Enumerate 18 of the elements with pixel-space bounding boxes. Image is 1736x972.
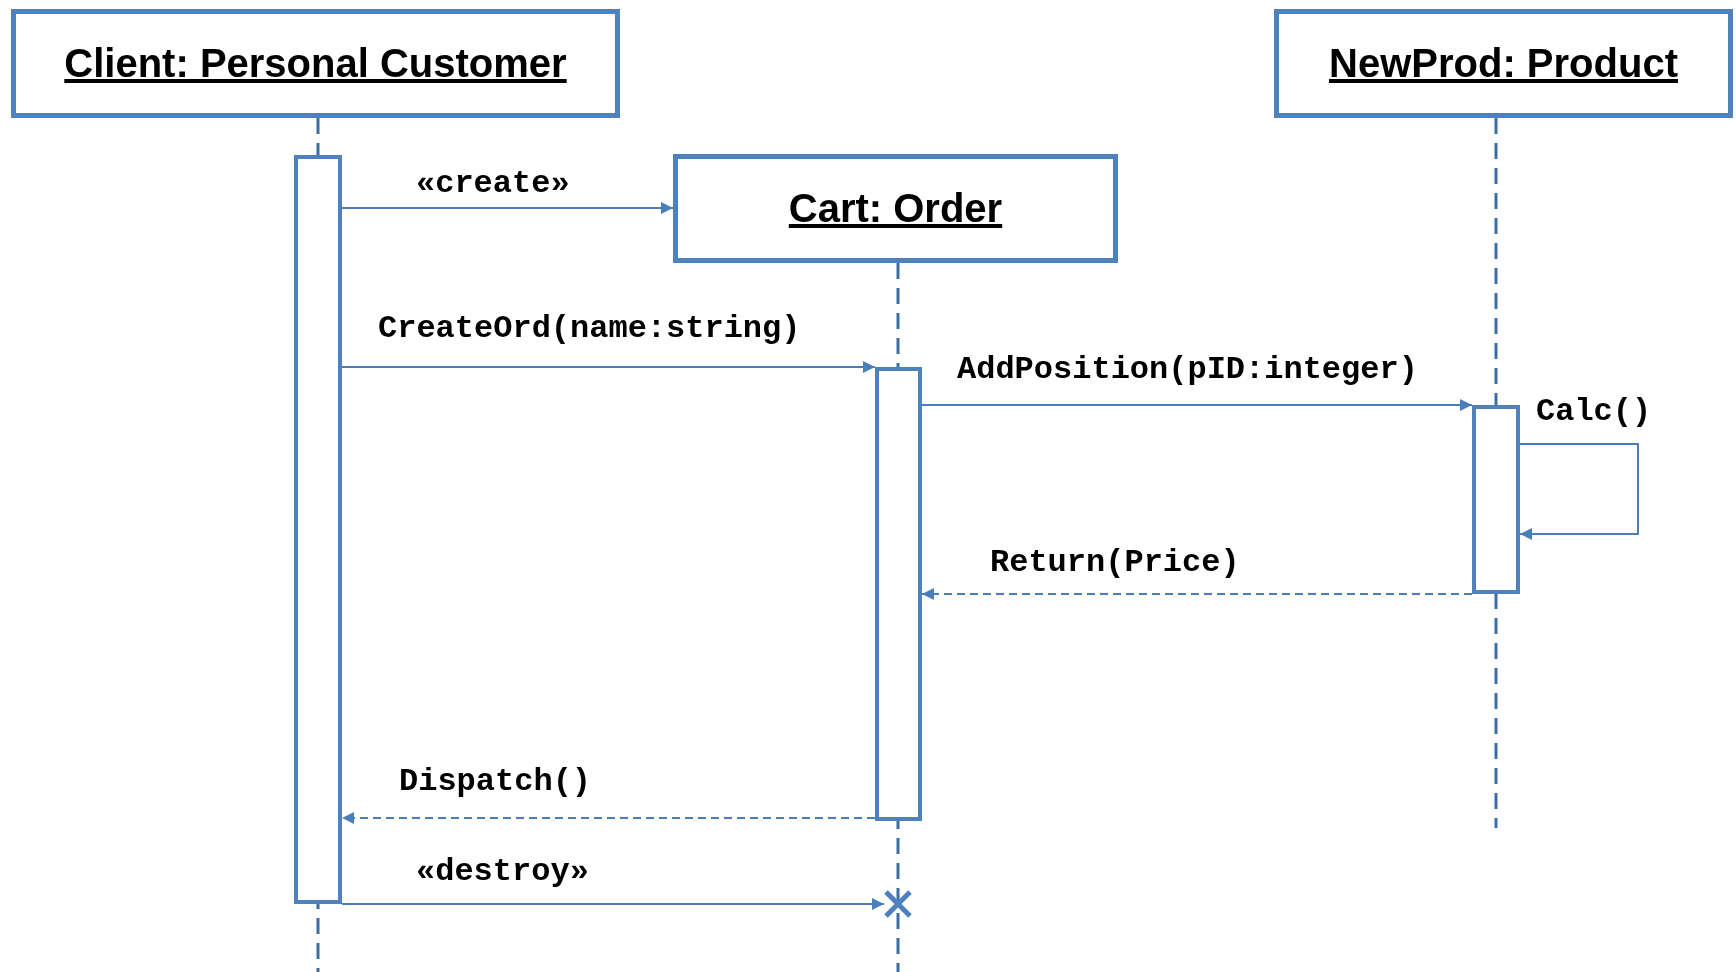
object-box	[673, 154, 1118, 263]
activation-bar	[1472, 405, 1520, 594]
object-name: NewProd: Product	[1329, 41, 1678, 86]
message-arrow	[921, 399, 1473, 411]
destroy-mark	[884, 890, 912, 918]
object-name: Client: Personal Customer	[64, 41, 567, 86]
object-name: Cart: Order	[788, 186, 1003, 231]
message-arrow	[341, 812, 876, 824]
message-arrow	[341, 202, 674, 214]
activation-bar	[294, 155, 342, 904]
object-box	[1274, 9, 1733, 118]
object-box	[11, 9, 620, 118]
message-arrow	[1519, 443, 1639, 540]
activation-bar	[875, 367, 922, 821]
message-label: «destroy»	[416, 854, 589, 890]
message-arrow	[921, 588, 1473, 600]
message-arrow	[341, 898, 885, 910]
message-arrow	[341, 361, 876, 373]
